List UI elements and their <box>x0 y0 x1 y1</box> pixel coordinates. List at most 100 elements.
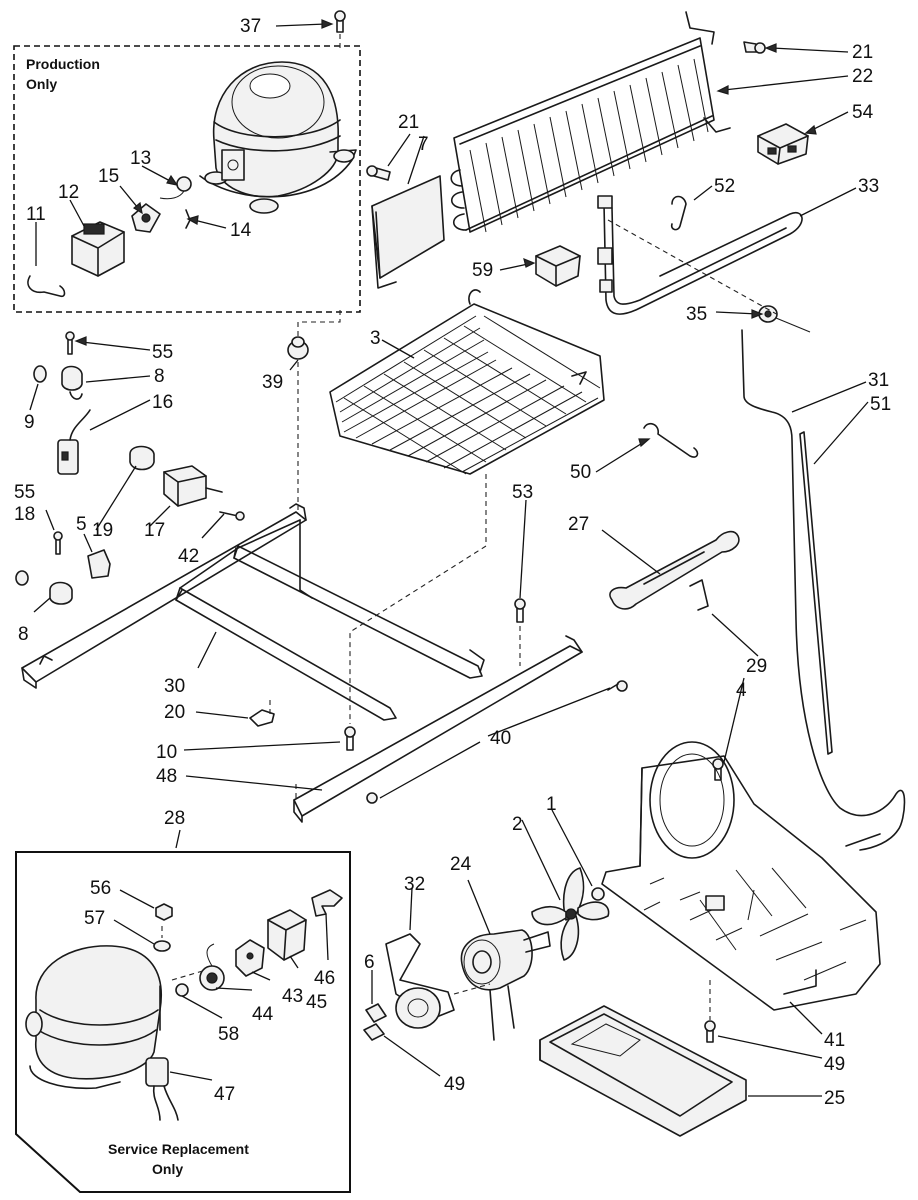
label-13: 13 <box>130 148 151 169</box>
part-27-drier <box>609 530 740 610</box>
part-46-clip <box>311 889 343 917</box>
label-59: 59 <box>472 260 493 281</box>
label-42: 42 <box>178 546 199 567</box>
label-56: 56 <box>90 878 111 899</box>
label-31: 31 <box>868 370 889 391</box>
label-55-b: 55 <box>14 482 35 503</box>
part-44-overload <box>199 943 225 991</box>
part-2-fan-blade <box>531 867 610 961</box>
label-7: 7 <box>418 134 429 155</box>
label-51: 51 <box>870 394 891 415</box>
label-17: 17 <box>144 520 165 541</box>
part-18-cap <box>15 570 29 586</box>
part-8-thermostat-b <box>49 581 73 605</box>
label-46: 46 <box>314 968 335 989</box>
label-22: 22 <box>852 66 873 87</box>
service-replacement-box: Service Replacement Only <box>15 851 351 1193</box>
part-49-screw-b <box>363 1023 385 1041</box>
part-25-drain-pan <box>539 1005 747 1137</box>
label-32: 32 <box>404 874 425 895</box>
label-30: 30 <box>164 676 185 697</box>
label-1: 1 <box>546 794 557 815</box>
production-box-title-line2: Only <box>26 76 57 92</box>
label-18: 18 <box>14 504 35 525</box>
label-16: 16 <box>152 392 173 413</box>
condenser-coil <box>450 11 731 233</box>
label-2: 2 <box>512 814 523 835</box>
label-8-a: 8 <box>154 366 165 387</box>
label-35: 35 <box>686 304 707 325</box>
connector-lines <box>161 34 781 1020</box>
part-40-rail <box>293 635 628 823</box>
part-10-screw <box>344 726 356 751</box>
part-45-cover <box>267 909 307 961</box>
part-49-screw-a <box>704 1020 716 1043</box>
label-39: 39 <box>262 372 283 393</box>
label-14: 14 <box>230 220 252 241</box>
compressor-service <box>25 945 162 1090</box>
label-49-a: 49 <box>824 1054 845 1075</box>
service-box-title-line1: Service Replacement <box>108 1141 249 1157</box>
part-35-grommet <box>758 305 811 333</box>
frame-rails <box>21 503 485 721</box>
part-51-tube <box>799 431 833 755</box>
part-8-thermostat-a <box>61 365 83 400</box>
part-24-fan-motor <box>460 929 551 1041</box>
label-57: 57 <box>84 908 105 929</box>
label-21-top: 21 <box>852 42 873 63</box>
label-52: 52 <box>714 176 735 197</box>
label-6: 6 <box>364 952 375 973</box>
label-5: 5 <box>76 514 87 535</box>
label-53: 53 <box>512 482 533 503</box>
part-33-tubing <box>597 195 803 315</box>
part-50-hook <box>643 422 699 458</box>
part-17-timer <box>163 465 223 507</box>
part-53-screw <box>514 598 526 623</box>
part-55-screw-a <box>65 331 75 355</box>
part-52-clip <box>670 195 687 231</box>
part-5-clip <box>87 549 111 579</box>
part-7-bracket <box>371 175 445 289</box>
leader-lines <box>29 19 869 1097</box>
label-41: 41 <box>824 1030 845 1051</box>
label-11: 11 <box>26 204 46 225</box>
part-9-cap <box>33 365 47 383</box>
label-37: 37 <box>240 16 261 37</box>
label-15: 15 <box>98 166 119 187</box>
part-43-relay <box>235 939 265 977</box>
production-box-title-line1: Production <box>26 56 100 72</box>
label-12: 12 <box>58 182 79 203</box>
part-47-capacitor <box>145 1057 179 1121</box>
part-11-wire <box>27 275 66 298</box>
part-16-heater <box>57 409 91 475</box>
label-33: 33 <box>858 176 879 197</box>
label-24: 24 <box>450 854 472 875</box>
part-56-nut <box>155 903 173 921</box>
part-12-relay <box>71 221 125 277</box>
label-4: 4 <box>736 680 747 701</box>
label-29: 29 <box>746 656 767 677</box>
part-58-terminal <box>159 983 189 1031</box>
label-28: 28 <box>164 808 185 829</box>
label-3: 3 <box>370 328 381 349</box>
compressor-production <box>199 61 357 214</box>
part-1-blade-hub <box>591 887 605 901</box>
label-54: 54 <box>852 102 874 123</box>
label-45: 45 <box>306 992 327 1013</box>
label-19: 19 <box>92 520 113 541</box>
label-47: 47 <box>214 1084 235 1105</box>
evaporator-coil <box>329 289 605 475</box>
part-6-screw <box>365 1003 387 1023</box>
label-27: 27 <box>568 514 589 535</box>
part-labels: 37 21 22 54 21 7 13 15 12 11 14 52 33 59… <box>14 16 891 1109</box>
label-48: 48 <box>156 766 177 787</box>
label-50: 50 <box>570 462 591 483</box>
label-58: 58 <box>218 1024 239 1045</box>
part-42-wire <box>219 511 245 521</box>
label-44: 44 <box>252 1004 274 1025</box>
part-13-terminal <box>159 176 192 200</box>
part-54-block <box>757 123 809 165</box>
label-8-b: 8 <box>18 624 29 645</box>
production-only-box: Production Only <box>13 45 361 313</box>
